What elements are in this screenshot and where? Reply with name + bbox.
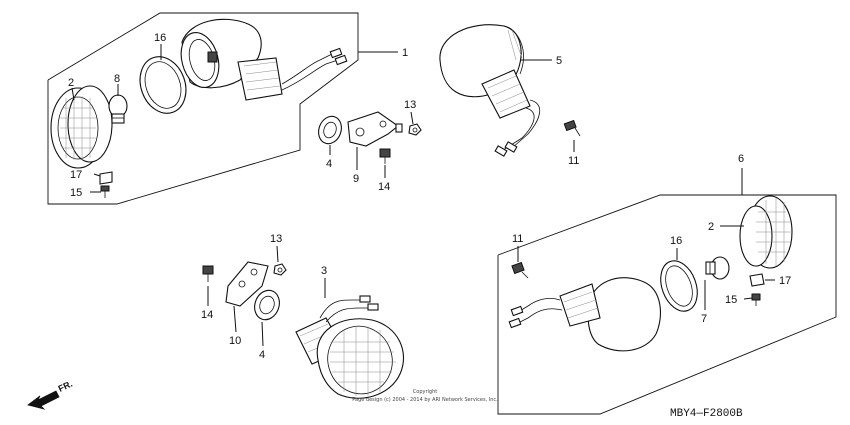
grommet-part[interactable] (251, 287, 284, 323)
callout-label: 4 (326, 158, 332, 170)
callout-label: 14 (378, 181, 390, 193)
screw-part[interactable] (511, 261, 529, 279)
callout-label: 4 (259, 349, 265, 361)
callout-label: 13 (404, 99, 416, 111)
gasket-ring-part[interactable] (132, 50, 193, 120)
callout-label: 15 (70, 187, 82, 199)
callout-label: 11 (512, 233, 523, 245)
screw-part[interactable] (563, 119, 581, 137)
screw-part[interactable] (751, 293, 761, 306)
winker-assembly-lower-part[interactable] (295, 295, 405, 403)
lens-part[interactable] (739, 195, 793, 269)
screw-part[interactable] (100, 185, 110, 198)
callout-label: 11 (568, 155, 579, 167)
callout-label: 1 (402, 47, 408, 59)
callout-label: 10 (229, 335, 241, 347)
bolt-part[interactable] (202, 265, 214, 282)
front-direction-label: FR. (57, 379, 74, 394)
callout-label: 7 (701, 313, 707, 325)
callout-label: 14 (201, 309, 213, 321)
callout-label: 16 (670, 235, 682, 247)
assembly-1-boundary (47, 12, 359, 205)
assembly-6-boundary (497, 194, 837, 415)
callout-label: 2 (68, 77, 74, 89)
callout-label: 2 (708, 221, 714, 233)
nut-part[interactable] (408, 123, 422, 136)
callout-label: 3 (321, 265, 327, 277)
bolt-part[interactable] (379, 148, 391, 164)
diagram-code: MBY4—F2800B (670, 408, 743, 420)
winker-housing-part[interactable] (175, 18, 348, 101)
copyright-notice: Page design (c) 2004 - 2014 by ARI Netwo… (352, 397, 498, 403)
winker-housing-part[interactable] (508, 277, 661, 352)
callout-label: 6 (738, 153, 744, 165)
nut-part[interactable] (273, 263, 287, 276)
clip-part[interactable] (99, 171, 113, 185)
callout-label: 15 (725, 294, 737, 306)
callout-label: 13 (270, 233, 282, 245)
callout-label: 17 (779, 275, 791, 287)
front-direction-arrow-icon (27, 390, 60, 410)
bracket-part[interactable] (347, 111, 403, 147)
grommet-part[interactable] (315, 113, 345, 147)
callout-label: 5 (556, 55, 562, 67)
copyright-text: Copyright (413, 389, 437, 395)
bracket-part[interactable] (225, 261, 269, 307)
bulb-part[interactable] (108, 94, 128, 124)
callout-label: 16 (154, 32, 166, 44)
lens-part[interactable] (50, 85, 113, 169)
winker-assembly-right-part[interactable] (439, 24, 540, 157)
callout-label: 8 (114, 73, 120, 85)
gasket-ring-part[interactable] (654, 256, 704, 316)
callout-label: 9 (353, 173, 359, 185)
clip-part[interactable] (749, 273, 765, 287)
bulb-part[interactable] (705, 256, 730, 280)
leader-lines (71, 44, 775, 347)
callout-label: 17 (70, 169, 82, 181)
